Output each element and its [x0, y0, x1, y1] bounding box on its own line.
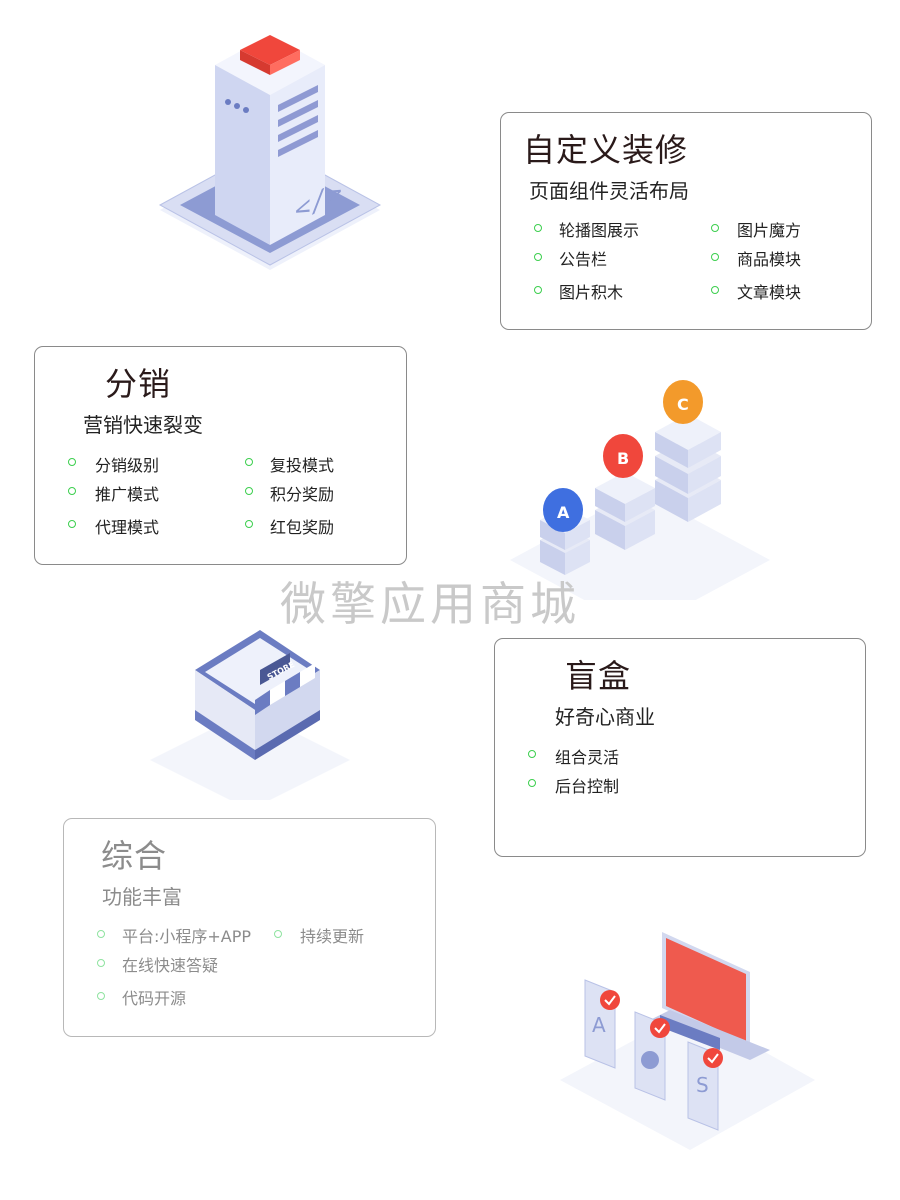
distribution-title: 分销 [105, 365, 172, 403]
feature-item: 文章模块 [737, 283, 802, 302]
bullet-icon [97, 930, 105, 938]
feature-item: 公告栏 [559, 250, 608, 269]
bullet-icon [534, 286, 542, 294]
feature-item: 商品模块 [737, 250, 802, 269]
tier-label-a: A [557, 503, 570, 522]
comprehensive-card: 综合 功能丰富 平台:小程序+APP 持续更新 在线快速答疑 代码开源 [63, 818, 436, 1037]
feature-item: 后台控制 [555, 777, 620, 796]
blind-box-card: 盲盒 好奇心商业 组合灵活 后台控制 [494, 638, 866, 857]
feature-item: 在线快速答疑 [122, 956, 219, 975]
bullet-icon [68, 487, 76, 495]
blind-box-subtitle: 好奇心商业 [555, 705, 655, 729]
feature-item: 图片积木 [559, 283, 624, 302]
server-tower-icon: </> [158, 35, 382, 270]
feature-item: 图片魔方 [737, 221, 802, 240]
feature-item: 积分奖励 [270, 485, 335, 504]
feature-item: 红包奖励 [270, 518, 335, 537]
bullet-icon [245, 487, 253, 495]
bullet-icon [245, 520, 253, 528]
blind-box-title: 盲盒 [565, 657, 632, 695]
bullet-icon [97, 959, 105, 967]
bullet-icon [534, 253, 542, 261]
svg-text:S: S [696, 1073, 709, 1097]
feature-item: 组合灵活 [555, 748, 620, 767]
multi-device-icon: A S [560, 932, 815, 1150]
custom-decor-title: 自定义装修 [523, 131, 689, 169]
feature-item: 推广模式 [95, 485, 160, 504]
comprehensive-title: 综合 [101, 837, 168, 875]
svg-text:A: A [592, 1013, 606, 1037]
comprehensive-subtitle: 功能丰富 [102, 885, 182, 909]
custom-decor-card: 自定义装修 页面组件灵活布局 轮播图展示 图片魔方 公告栏 商品模块 图片积木 … [500, 112, 872, 330]
distribution-subtitle: 营销快速裂变 [83, 413, 203, 437]
bullet-icon [528, 779, 536, 787]
abc-tier-stack-icon: A B C [510, 380, 770, 600]
feature-item: 持续更新 [300, 927, 365, 946]
custom-decor-subtitle: 页面组件灵活布局 [529, 179, 689, 203]
bullet-icon [711, 253, 719, 261]
tier-label-c: C [677, 395, 689, 414]
feature-item: 轮播图展示 [559, 221, 640, 240]
feature-item: 平台:小程序+APP [122, 927, 252, 946]
feature-item: 代理模式 [95, 518, 160, 537]
bullet-icon [711, 224, 719, 232]
tier-label-b: B [617, 449, 629, 468]
feature-item: 复投模式 [270, 456, 335, 475]
bullet-icon [711, 286, 719, 294]
store-front-icon: STORE [150, 630, 350, 800]
bullet-icon [274, 930, 282, 938]
bullet-icon [68, 520, 76, 528]
bullet-icon [97, 992, 105, 1000]
feature-item: 分销级别 [95, 456, 160, 475]
feature-item: 代码开源 [122, 989, 187, 1008]
bullet-icon [534, 224, 542, 232]
bullet-icon [68, 458, 76, 466]
watermark: 微擎应用商城 [280, 577, 580, 631]
bullet-icon [528, 750, 536, 758]
bullet-icon [245, 458, 253, 466]
distribution-card: 分销 营销快速裂变 分销级别 复投模式 推广模式 积分奖励 代理模式 红包奖励 [34, 346, 407, 565]
